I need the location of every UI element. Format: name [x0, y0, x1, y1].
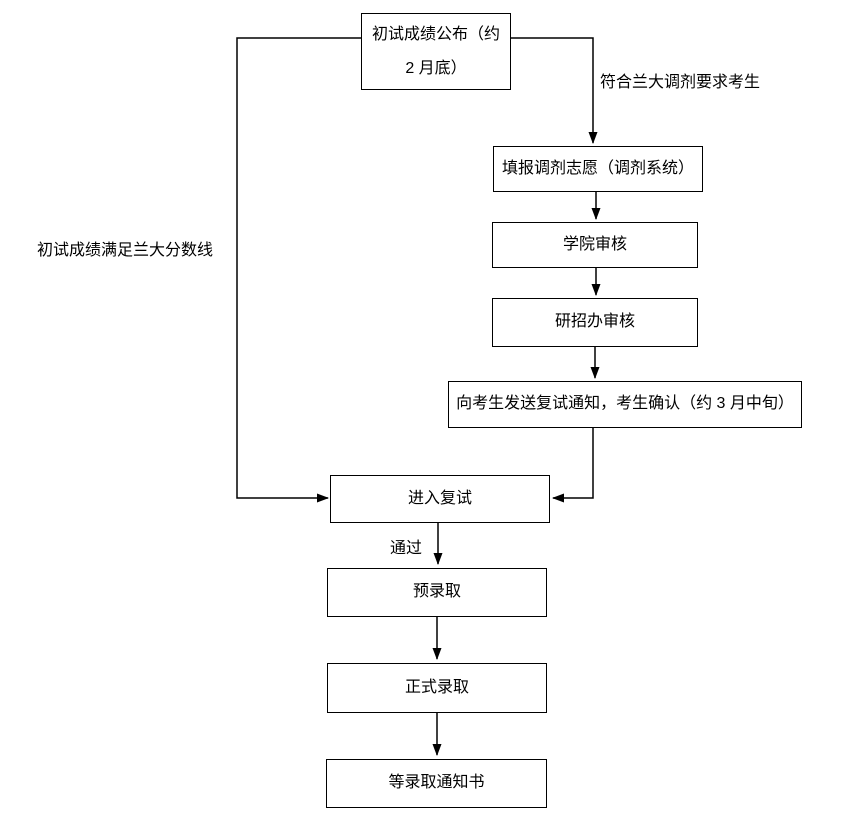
node-pre-admission-label: 预录取 [412, 583, 461, 601]
connector-results-to-retest-left [236, 37, 361, 503]
node-formal-admission-label: 正式录取 [404, 678, 469, 696]
node-send-notice: 向考生发送复试通知，考生确认（约 3 月中旬） [448, 381, 802, 428]
node-initial-results-text: 初试成绩公布（约 2 月底） [372, 18, 500, 86]
node-formal-admission: 正式录取 [327, 663, 547, 713]
node-fill-transfer-label: 填报调剂志愿（调剂系统） [501, 159, 694, 177]
node-college-review-label: 学院审核 [562, 235, 627, 253]
node-admissions-review-label: 研招办审核 [554, 313, 635, 331]
node-initial-results: 初试成绩公布（约 2 月底） [361, 13, 511, 90]
connector-results-to-fill-transfer [511, 37, 598, 144]
node-college-review: 学院审核 [492, 222, 698, 268]
node-initial-results-line1: 初试成绩公布（约 [371, 25, 500, 43]
edge-label-pass: 通过 [390, 534, 423, 558]
edge-label-meets-transfer-requirements: 符合兰大调剂要求考生 [600, 68, 761, 92]
node-fill-transfer: 填报调剂志愿（调剂系统） [493, 146, 703, 192]
node-enter-retest: 进入复试 [330, 475, 550, 523]
node-send-notice-label: 向考生发送复试通知，考生确认（约 3 月中旬） [456, 395, 794, 413]
node-initial-results-line2: 2 月底） [405, 59, 467, 77]
edge-label-meets-score-line: 初试成绩满足兰大分数线 [37, 236, 214, 260]
node-pre-admission: 预录取 [327, 568, 547, 617]
node-enter-retest-label: 进入复试 [407, 489, 472, 507]
node-admissions-review: 研招办审核 [492, 298, 698, 347]
node-wait-letter-label: 等录取通知书 [388, 774, 485, 792]
connector-notice-to-retest-right [552, 428, 594, 503]
node-wait-letter: 等录取通知书 [326, 759, 547, 808]
